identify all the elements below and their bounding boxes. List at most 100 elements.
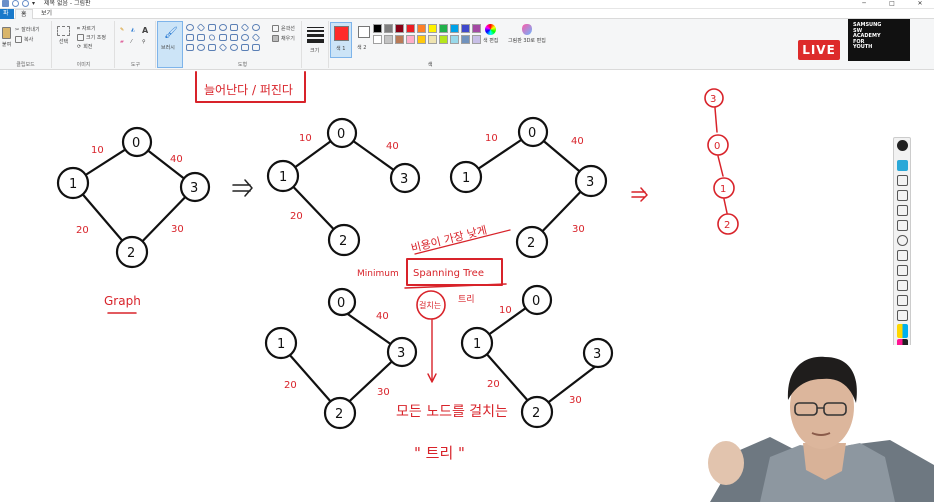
eye-icon[interactable] [897,160,908,171]
shape-option-icon[interactable] [219,34,227,41]
shape-option-icon[interactable] [196,23,206,32]
edge-weight: 20 [487,379,500,390]
palette-swatch[interactable] [373,35,382,44]
palette-swatch[interactable] [406,35,415,44]
eraser-icon[interactable] [897,220,908,231]
down-arrow [427,319,437,383]
paint3d-button[interactable]: 그림판 3D로 편집 [508,24,546,44]
color-picker-icon[interactable]: ⁄ [131,39,132,45]
color1-button[interactable]: 색 1 [330,22,352,58]
shape-option-icon[interactable] [219,24,227,31]
camera-icon[interactable] [897,295,908,306]
dot-icon[interactable] [897,235,908,246]
tab-file[interactable]: 파 [0,9,14,19]
resize-button[interactable]: 크기 조정 [77,34,106,41]
customize-dropdown-icon[interactable]: ▾ [32,0,36,7]
palette-swatch[interactable] [439,35,448,44]
paste-button[interactable]: 붙여 [2,27,11,48]
shape-option-icon[interactable] [241,44,249,51]
shape-option-icon[interactable] [218,43,228,52]
shape-option-icon[interactable] [230,44,238,51]
palette-swatch[interactable] [461,35,470,44]
palette-swatch[interactable] [395,35,404,44]
trash-icon[interactable] [897,265,908,276]
edge-weight: 30 [171,224,184,235]
link-icon[interactable] [897,250,908,261]
monitor-icon[interactable] [897,280,908,291]
rotate-button[interactable]: ⟳회전 [77,43,92,51]
size-button[interactable]: 크기 [303,21,329,68]
resize-label: 크기 조정 [86,35,106,41]
shape-option-icon[interactable] [251,33,261,42]
minimize-button[interactable]: ─ [862,0,866,7]
top-note: 늘어난다 / 퍼진다 [204,83,293,97]
palette-swatch[interactable] [439,24,448,33]
cursor-icon[interactable] [897,175,908,186]
color-palette[interactable] [373,24,482,45]
palette-swatch[interactable] [417,24,426,33]
palette-swatch[interactable] [461,24,470,33]
shape-option-icon[interactable] [252,44,260,51]
shape-option-icon[interactable] [230,24,238,31]
palette-swatch[interactable] [428,24,437,33]
palette-swatch[interactable] [450,35,459,44]
shape-option-icon[interactable] [252,24,260,31]
palette-swatch[interactable] [406,24,415,33]
shape-option-icon[interactable] [197,34,205,41]
palette-swatch[interactable] [472,35,481,44]
palette-swatch[interactable] [395,24,404,33]
tab-home[interactable]: 홈 [15,9,33,19]
definition-quote: " 트리 " [414,444,465,462]
shape-gallery[interactable] [186,23,266,52]
edge-weight: 10 [91,145,104,156]
fill-label: 채우기 [281,36,295,42]
drawing-canvas[interactable]: 늘어난다 / 퍼진다 0 1 3 2 10 40 20 30 Graph [0,70,934,502]
maximize-button[interactable]: □ [889,0,895,7]
shape-option-icon[interactable] [208,24,216,31]
shape-option-icon[interactable] [186,24,194,31]
shape-option-icon[interactable] [241,34,249,41]
palette-swatch[interactable] [428,35,437,44]
text-tool-icon[interactable]: A [142,26,149,35]
palette-swatch[interactable] [450,24,459,33]
pencil-icon[interactable]: ✎ [120,27,125,33]
palette-swatch[interactable] [472,24,481,33]
fill-dropdown[interactable]: 채우기 [272,35,295,42]
shape-option-icon[interactable] [240,23,250,32]
cut-button[interactable]: ✂잘라내기 [15,26,40,34]
pen-icon[interactable] [897,190,908,201]
palette-swatch[interactable] [373,24,382,33]
save-icon[interactable] [2,0,9,7]
palette-swatch[interactable] [384,24,393,33]
palette-swatch[interactable] [384,35,393,44]
color-swatch-icon[interactable] [897,324,908,338]
redo-icon[interactable] [22,0,29,7]
clipboard-icon[interactable] [897,310,908,321]
copy-button[interactable]: 복사 [15,36,33,43]
color2-button[interactable]: 색 2 [354,22,372,58]
palette-swatch[interactable] [417,35,426,44]
eraser-icon[interactable]: ▰ [120,39,124,45]
shape-option-icon[interactable] [186,34,194,41]
tab-view[interactable]: 보기 [41,10,53,17]
fill-bucket-icon[interactable]: ◭ [131,27,135,33]
brushes-button[interactable]: 🖌 브러시 [157,21,183,68]
shapes-group-label: 도형 [237,62,248,68]
shape-option-icon[interactable] [197,44,205,51]
magnifier-icon[interactable]: ⚲ [142,39,146,45]
edit-colors-button[interactable]: 색 편집 [483,24,498,44]
shape-option-icon[interactable] [207,33,217,42]
highlighter-icon[interactable] [897,205,908,216]
undo-icon[interactable] [12,0,19,7]
edge-weight: 40 [386,141,399,152]
shape-option-icon[interactable] [230,34,238,41]
select-button[interactable]: 선택 [57,26,70,45]
edge-weight: 30 [569,395,582,406]
shape-option-icon[interactable] [186,44,194,51]
close-button[interactable]: ✕ [917,0,923,7]
crop-button[interactable]: ⌗자르기 [77,25,96,33]
outline-dropdown[interactable]: 윤곽선 [272,25,295,32]
bulb-icon[interactable] [897,140,908,151]
edge-weight: 20 [284,380,297,391]
shape-option-icon[interactable] [208,44,216,51]
